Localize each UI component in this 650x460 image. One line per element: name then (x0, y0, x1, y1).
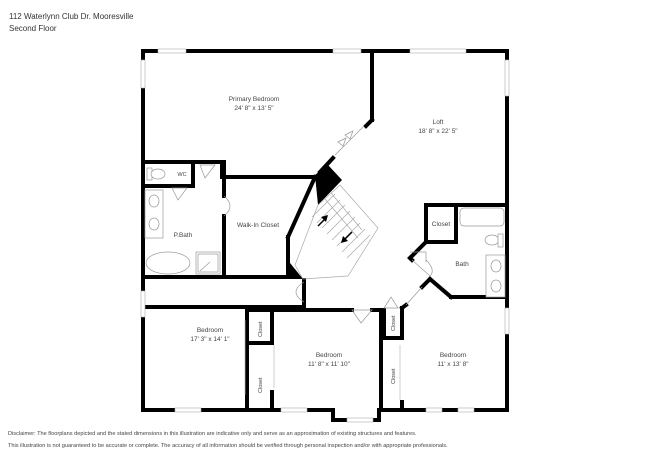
room-name-wc: WC (177, 172, 186, 178)
room-name-bedroom-left: Bedroom (197, 327, 223, 334)
room-name-pbath: P.Bath (174, 232, 193, 239)
bathtub-pbath-icon (145, 251, 191, 275)
stair-arrow-down-icon (341, 231, 353, 243)
room-dims-bedroom-right: 11' x 13' 8" (437, 361, 469, 368)
vanity-pbath-icon (144, 189, 164, 239)
stair-wall-fill-bottom (286, 258, 303, 279)
room-name-bath: Bath (455, 261, 469, 268)
room-name-closet-right-lower: Closet (391, 368, 397, 384)
disclaimer-line-1: Disclaimer: The floorplans depicted and … (8, 431, 417, 437)
room-dims-bedroom-mid: 11' 8" x 11' 10" (308, 361, 351, 368)
property-address: 112 Waterlynn Club Dr. Mooresville (9, 12, 134, 21)
vanity-bath-icon (485, 254, 506, 298)
doors (171, 125, 433, 324)
room-name-primary-bedroom: Primary Bedroom (229, 96, 280, 103)
room-name-closet-left-upper: Closet (258, 321, 264, 337)
room-dims-primary-bedroom: 24' 8" x 13' 5" (234, 105, 274, 112)
room-dims-loft: 18' 8" x 22' 5" (418, 128, 458, 135)
room-name-closet-bath: Closet (432, 221, 451, 228)
toilet-wc-icon (146, 167, 166, 181)
fixtures (144, 167, 506, 400)
staircase[interactable] (294, 184, 379, 280)
toilet-bath-icon (484, 233, 504, 248)
bathtub-bath-icon (459, 207, 505, 227)
room-name-closet-right-upper: Closet (391, 315, 397, 331)
room-name-closet-left-lower: Closet (258, 377, 264, 393)
closet-rods (244, 320, 401, 400)
windows (140, 48, 510, 423)
room-name-bedroom-right: Bedroom (440, 352, 466, 359)
stair-wall-fill-top (315, 165, 342, 205)
room-name-loft: Loft (433, 119, 444, 126)
disclaimer-line-2: This illustration is not guaranteed to b… (8, 443, 448, 449)
shower-pbath-icon (195, 251, 221, 275)
stair-arrow-up-icon (317, 215, 328, 227)
room-name-walk-in-closet: Walk-In Closet (237, 222, 279, 229)
floor-label: Second Floor (9, 24, 57, 33)
room-dims-bedroom-left: 17' 3" x 14' 1" (190, 336, 230, 343)
room-name-bedroom-mid: Bedroom (316, 352, 342, 359)
